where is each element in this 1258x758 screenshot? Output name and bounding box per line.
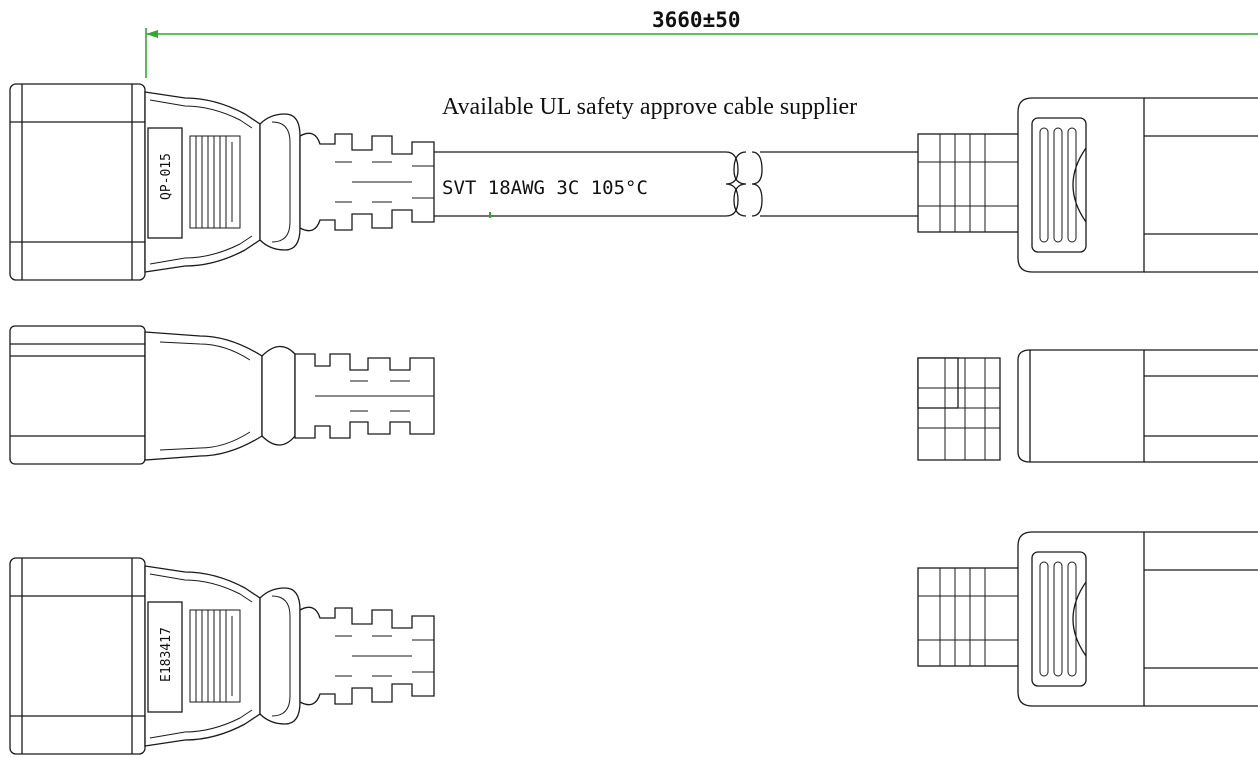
right-plug-bottom	[917, 531, 1258, 707]
right-plug-side	[917, 349, 1258, 463]
left-connector-bottom	[9, 557, 435, 755]
length-dimension-label: 3660±50	[652, 8, 741, 32]
right-plug-top	[917, 97, 1258, 273]
supplier-note: Available UL safety approve cable suppli…	[442, 94, 857, 120]
left-connector-top	[9, 83, 435, 281]
left-connector-side	[9, 325, 435, 465]
connector-mark-top: QP-015	[159, 153, 174, 200]
dimension-line	[145, 28, 1258, 78]
cable-spec-label: SVT 18AWG 3C 105°C	[442, 177, 648, 199]
cable	[434, 151, 918, 218]
connector-mark-bottom: E183417	[159, 627, 174, 682]
